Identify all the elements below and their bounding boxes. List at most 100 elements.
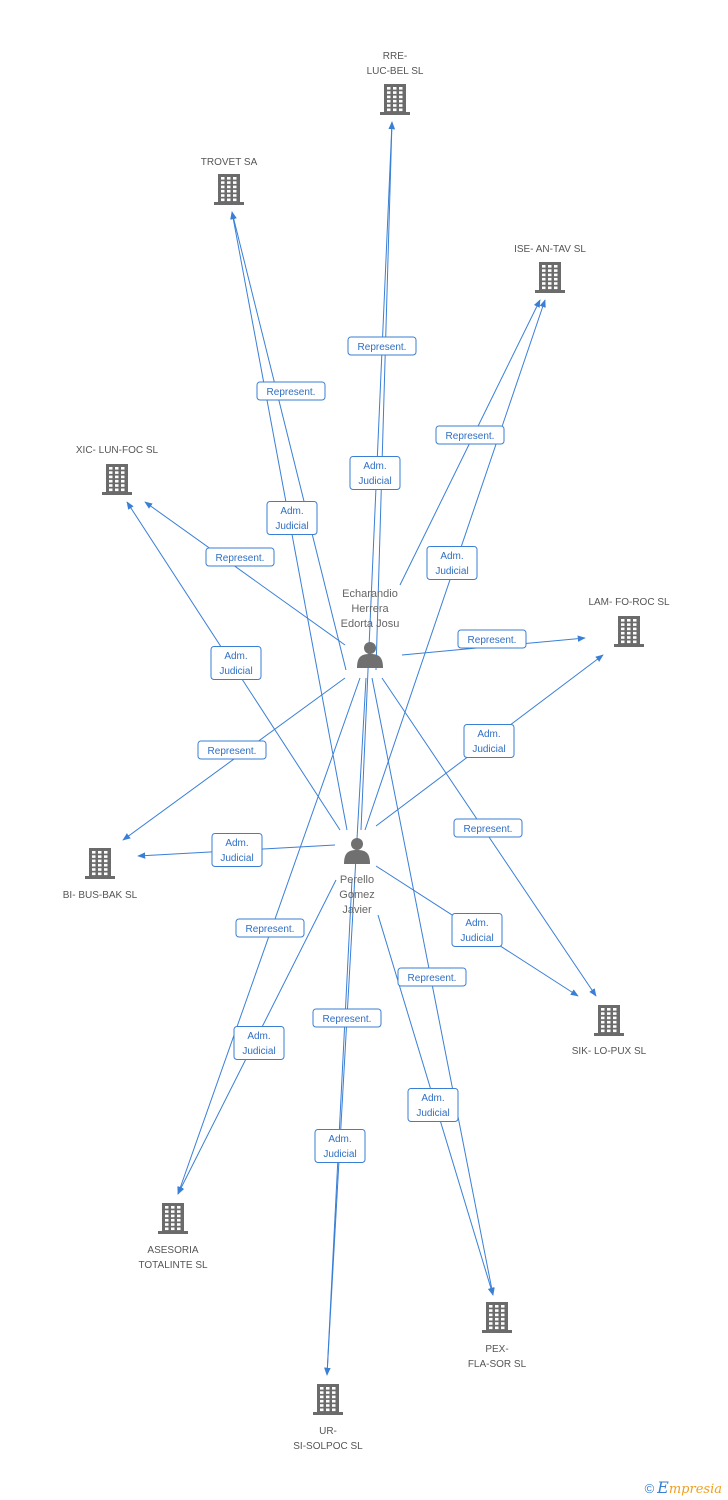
edge-label-perello-lam[interactable]: Adm.Judicial	[463, 724, 515, 758]
edge-echarandio-xic	[144, 501, 346, 646]
company-node-sik[interactable]: SIK- LO-PUX SL	[572, 1005, 647, 1057]
company-name: ASESORIA	[147, 1245, 198, 1256]
copyright-symbol: ©	[644, 1481, 655, 1496]
edge-label-text: Adm.	[421, 1093, 444, 1104]
company-node-asesoria[interactable]: ASESORIA TOTALINTE SL	[138, 1203, 208, 1271]
edge-label-perello-trovet[interactable]: Adm.Judicial	[266, 501, 318, 535]
edges-layer	[122, 121, 604, 1376]
edge-labels-layer: Represent.Adm.JudicialRepresent.Adm.Judi…	[197, 336, 527, 1163]
edge-label-text: Represent.	[216, 553, 265, 564]
building-icon	[535, 262, 565, 293]
building-icon	[594, 1005, 624, 1036]
company-name: ISE- AN-TAV SL	[514, 244, 586, 255]
company-node-ur[interactable]: UR- SI-SOLPOC SL	[293, 1384, 363, 1452]
edge-label-echarandio-bi[interactable]: Represent.	[197, 740, 267, 760]
company-node-xic[interactable]: XIC- LUN-FOC SL	[76, 445, 159, 495]
edge-label-perello-xic[interactable]: Adm. Judicial	[210, 646, 262, 680]
edge-label-text: Judicial	[220, 853, 253, 864]
edge-label-text: Adm.	[440, 551, 463, 562]
edge-label-perello-asesoria[interactable]: Adm. Judicial	[233, 1026, 285, 1060]
edge-label-text: Adm.	[224, 651, 247, 662]
person-name: Javier	[342, 904, 372, 916]
building-icon	[482, 1302, 512, 1333]
edge-label-text: Represent.	[408, 973, 457, 984]
edge-label-text: Adm.	[465, 918, 488, 929]
company-node-rre[interactable]: RRE- LUC-BEL SL	[367, 51, 424, 115]
company-name: RRE-	[383, 51, 407, 62]
edge-label-echarandio-trovet[interactable]: Represent.	[256, 381, 326, 401]
edge-label-echarandio-ur[interactable]: Adm. Judicial	[314, 1129, 366, 1163]
building-icon	[380, 84, 410, 115]
edge-label-text: Judicial	[435, 566, 468, 577]
edge-label-text: Represent.	[468, 635, 517, 646]
company-name: BI- BUS-BAK SL	[63, 890, 138, 901]
company-name: UR-	[319, 1426, 337, 1437]
edge-label-text: Represent.	[267, 387, 316, 398]
company-name: SIK- LO-PUX SL	[572, 1046, 647, 1057]
edge-label-text: Represent.	[246, 924, 295, 935]
company-name: LUC-BEL SL	[367, 66, 424, 77]
company-name: TROVET SA	[201, 157, 258, 168]
person-name: Echarandio	[342, 588, 398, 600]
company-node-ise[interactable]: ISE- AN-TAV SL	[514, 244, 586, 293]
edge-echarandio-rre	[375, 121, 395, 671]
person-name: Perello	[340, 874, 374, 886]
brand-initial: E	[657, 1478, 669, 1497]
edge-label-perello-ise[interactable]: Adm. Judicial	[426, 546, 478, 580]
brand-footer[interactable]: ©Empresia	[645, 1478, 722, 1497]
company-name: TOTALINTE SL	[138, 1260, 208, 1271]
company-name: XIC- LUN-FOC SL	[76, 445, 159, 456]
edge-label-perello-pex[interactable]: Adm. Judicial	[407, 1088, 459, 1122]
person-icon	[344, 838, 370, 864]
edge-label-perello-bi[interactable]: Adm. Judicial	[211, 833, 263, 867]
edge-label-echarandio-ise[interactable]: Represent.	[435, 425, 505, 445]
edge-label-text: Judicial	[358, 476, 391, 487]
edge-label-text: Adm.	[363, 461, 386, 472]
company-node-pex[interactable]: PEX- FLA-SOR SL	[468, 1302, 527, 1370]
edge-label-text: Judicial	[323, 1149, 356, 1160]
edge-label-text: Judicial	[460, 933, 493, 944]
company-node-lam[interactable]: LAM- FO-ROC SL	[588, 597, 670, 647]
edge-label-echarandio-pex[interactable]: Represent.	[397, 967, 467, 987]
nodes-layer: RRE- LUC-BEL SL TROVET SA ISE- AN-TAV SL XIC…	[63, 51, 670, 1452]
edge-label-perello-ur[interactable]: Represent.	[312, 1008, 382, 1028]
company-node-trovet[interactable]: TROVET SA	[201, 157, 258, 205]
edge-label-text: Adm.	[477, 729, 500, 740]
company-name: FLA-SOR SL	[468, 1359, 527, 1370]
edge-label-text: Represent.	[358, 342, 407, 353]
person-name: Edorta Josu	[341, 618, 400, 630]
edge-label-text: Represent.	[323, 1014, 372, 1025]
edge-label-text: Represent.	[464, 824, 513, 835]
building-icon	[614, 616, 644, 647]
company-node-bi[interactable]: BI- BUS-BAK SL	[63, 848, 138, 901]
building-icon	[102, 464, 132, 495]
edge-label-text: Judicial	[219, 666, 252, 677]
edge-label-echarandio-rre[interactable]: Represent.	[347, 336, 417, 356]
person-icon	[357, 642, 383, 668]
company-name: SI-SOLPOC SL	[293, 1441, 363, 1452]
edge-label-echarandio-asesoria[interactable]: Represent.	[235, 918, 305, 938]
building-icon	[214, 174, 244, 205]
edge-label-text: Represent.	[446, 431, 495, 442]
edge-label-text: Adm.	[328, 1134, 351, 1145]
edge-echarandio-trovet	[230, 211, 347, 671]
edge-label-echarandio-sik[interactable]: Represent.	[453, 818, 523, 838]
building-icon	[85, 848, 115, 879]
building-icon	[313, 1384, 343, 1415]
company-name: LAM- FO-ROC SL	[588, 597, 670, 608]
edge-label-text: Adm.	[280, 506, 303, 517]
edge-label-text: Judicial	[416, 1108, 449, 1119]
person-name: Gomez	[339, 889, 374, 901]
building-icon	[158, 1203, 188, 1234]
edge-label-echarandio-lam[interactable]: Represent.	[457, 629, 527, 649]
edge-label-text: Adm.	[247, 1031, 270, 1042]
edge-label-text: Judicial	[242, 1046, 275, 1057]
edge-label-perello-sik[interactable]: Adm. Judicial	[451, 913, 503, 947]
company-name: PEX-	[485, 1344, 508, 1355]
edge-label-perello-rre[interactable]: Adm. Judicial	[349, 456, 401, 490]
edge-label-echarandio-xic[interactable]: Represent.	[205, 547, 275, 567]
edge-label-text: Adm.	[225, 838, 248, 849]
